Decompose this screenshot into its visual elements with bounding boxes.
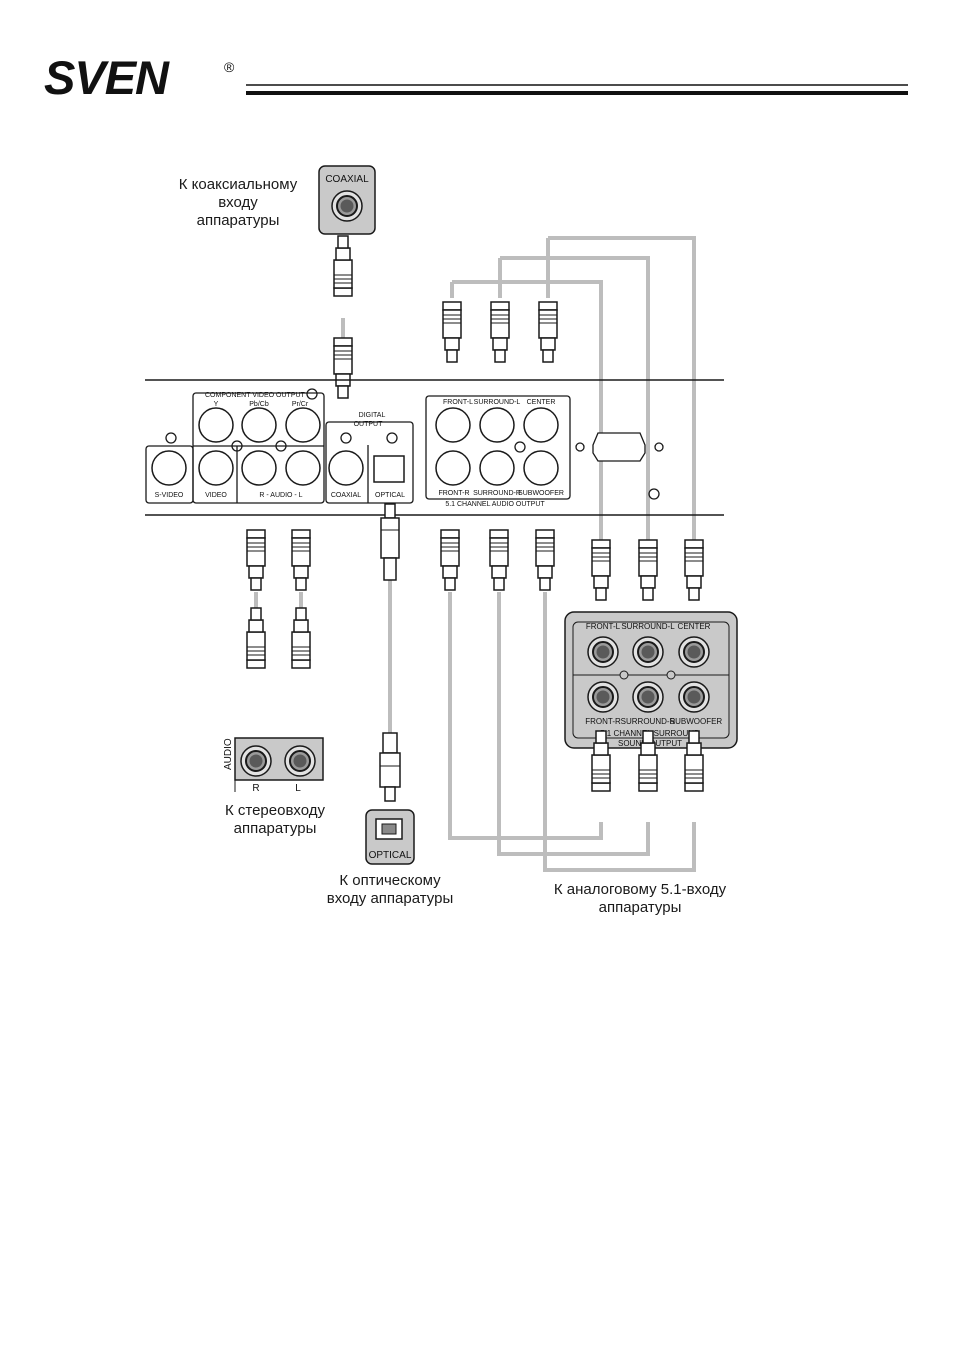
caption-line: аппаратуры [598, 899, 682, 916]
optical-output-port [373, 455, 405, 483]
surround-r-label: SURROUND-R [473, 490, 521, 497]
svideo-label: S-VIDEO [155, 492, 184, 499]
component-y-label: Y [214, 401, 219, 408]
center-jack [523, 407, 559, 443]
video-label: VIDEO [205, 492, 227, 499]
plug-coaxial-upper [333, 235, 353, 297]
receiver-center-label: CENTER [678, 622, 711, 631]
plug-center-top [538, 301, 558, 363]
plug-audio-l-top [291, 529, 311, 591]
front-r-jack [435, 450, 471, 486]
plug-surround-l-top [490, 301, 510, 363]
optical-input-jack [365, 809, 415, 865]
component-y-jack [198, 407, 234, 443]
plug-audio-r-bottom [246, 607, 266, 669]
caption-line: К стереовходу [224, 802, 326, 819]
receiver-front-r-label: FRONT-R [585, 717, 621, 726]
caption-line: входу [218, 194, 258, 211]
caption-line: аппаратуры [233, 820, 317, 837]
receiver-front-l-label: FRONT-L [586, 622, 621, 631]
video-jack [198, 450, 234, 486]
caption-line: К оптическому [339, 872, 441, 889]
component-pr-label: Pr/Cr [292, 401, 309, 408]
surround-l-label: SURROUND-L [474, 399, 521, 406]
stereo-r-label: R [252, 783, 259, 794]
plug-subwoofer-top [535, 529, 555, 591]
component-pb-jack [241, 407, 277, 443]
optical-plug-lower [379, 732, 401, 802]
caption-line: К коаксиальному [178, 176, 298, 193]
front-l-jack [435, 407, 471, 443]
plug-center-receiver [684, 539, 704, 601]
coaxial-input-jack: COAXIAL [318, 165, 376, 235]
svideo-jack [151, 450, 187, 486]
caption-line: К аналоговому 5.1-входу [553, 881, 727, 898]
audio-r-jack [241, 450, 277, 486]
component-pr-jack [285, 407, 321, 443]
plug-audio-l-bottom [291, 607, 311, 669]
coaxial-input-caption: К коаксиальному входу аппаратуры [160, 176, 316, 230]
receiver-subwoofer-label: SUBWOOFER [670, 717, 723, 726]
plug-surround-r-top [489, 529, 509, 591]
stereo-input-caption: К стереовходу аппаратуры [200, 802, 350, 838]
player-rear-panel [145, 388, 664, 504]
surround-input-panel [564, 611, 738, 749]
optical-plug-upper [380, 503, 400, 581]
stereo-input-jacks [234, 737, 324, 781]
registered-mark: ® [224, 59, 235, 75]
receiver-surround-l-label: SURROUND-L [621, 622, 675, 631]
stereo-audio-label: AUDIO [223, 738, 234, 770]
plug-front-r-top [440, 529, 460, 591]
caption-line: аппаратуры [196, 212, 280, 229]
coaxial-output-jack [328, 450, 364, 486]
cables [254, 236, 696, 872]
front-r-label: FRONT-R [438, 490, 469, 497]
optical-input-caption: К оптическому входу аппаратуры [310, 872, 470, 908]
audio-lr-label: R - AUDIO - L [259, 492, 302, 499]
optical-output-label: OPTICAL [375, 492, 405, 499]
surround-r-jack [479, 450, 515, 486]
digital-output-title-2: OUTPUT [354, 421, 384, 428]
stereo-l-label: L [295, 783, 301, 794]
caption-line: входу аппаратуры [326, 890, 454, 907]
surround-l-jack [479, 407, 515, 443]
channel-output-label: 5.1 CHANNEL AUDIO OUTPUT [445, 501, 545, 508]
surround-input-caption: К аналоговому 5.1-входу аппаратуры [535, 881, 745, 917]
component-video-title: COMPONENT VIDEO OUTPUT [205, 392, 306, 399]
plug-front-l-top [442, 301, 462, 363]
subwoofer-jack [523, 450, 559, 486]
plug-front-l-receiver [591, 539, 611, 601]
digital-output-title-1: DIGITAL [359, 412, 386, 419]
front-l-label: FRONT-L [443, 399, 473, 406]
receiver-surround-r-label: SURROUND-R [621, 717, 676, 726]
brand-logo: SVEN [44, 51, 170, 104]
plug-surround-l-receiver [638, 539, 658, 601]
center-label: CENTER [527, 399, 556, 406]
coaxial-output-label: COAXIAL [331, 492, 361, 499]
component-pb-label: Pb/Cb [249, 401, 269, 408]
audio-l-jack [285, 450, 321, 486]
subwoofer-label: SUBWOOFER [518, 490, 564, 497]
optical-input-label: OPTICAL [369, 850, 412, 861]
coaxial-input-label: COAXIAL [325, 174, 369, 185]
serial-connector [592, 432, 646, 462]
plug-audio-r-top [246, 529, 266, 591]
plug-coaxial-lower [333, 337, 353, 399]
